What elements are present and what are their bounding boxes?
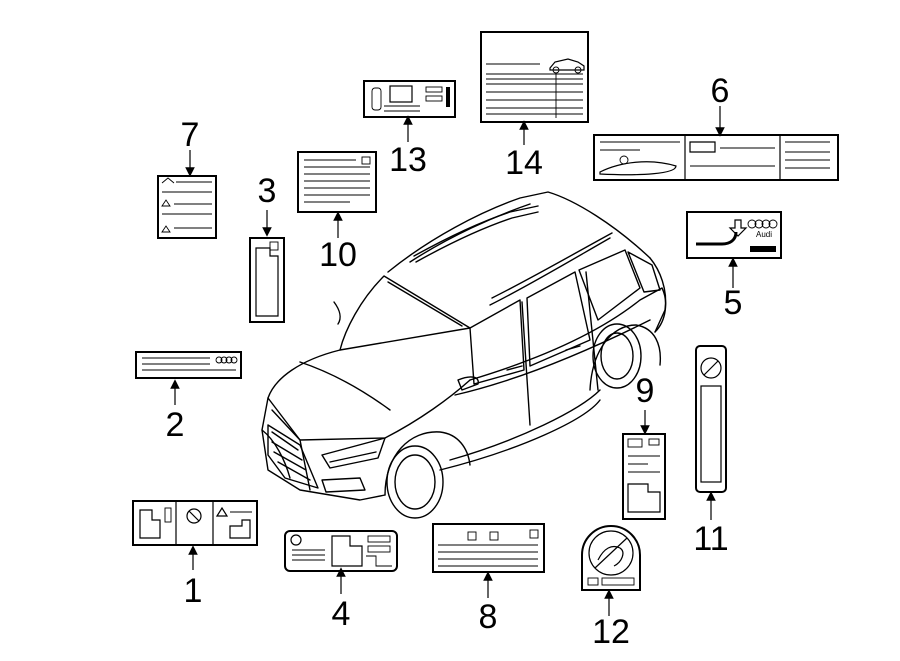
callout-9: 9 [636, 372, 655, 410]
callout-11: 11 [693, 520, 728, 558]
callout-3: 3 [258, 172, 277, 210]
label-13 [363, 80, 456, 118]
callout-14: 14 [505, 144, 543, 182]
label-3 [249, 237, 285, 323]
label-9 [622, 433, 666, 520]
label-4 [284, 530, 398, 572]
callout-10: 10 [319, 236, 357, 274]
label-6 [593, 134, 839, 181]
callout-6: 6 [711, 72, 730, 110]
callout-4: 4 [332, 595, 351, 633]
callout-5: 5 [724, 284, 743, 322]
callout-7: 7 [181, 116, 200, 154]
label-12 [581, 525, 641, 591]
label-10 [297, 151, 377, 213]
callout-2: 2 [166, 406, 185, 444]
label-2 [135, 351, 242, 379]
label-8 [432, 523, 545, 573]
callout-13: 13 [389, 141, 427, 179]
label-11 [695, 345, 727, 493]
label-5: Audi [686, 211, 782, 259]
label-1 [132, 500, 258, 546]
callout-8: 8 [479, 598, 498, 636]
label-7 [157, 175, 217, 239]
callout-1: 1 [184, 572, 203, 610]
label-5-brand: Audi [756, 230, 772, 239]
callout-12: 12 [592, 613, 630, 651]
vehicle-illustration [261, 191, 667, 519]
label-14 [480, 31, 589, 123]
